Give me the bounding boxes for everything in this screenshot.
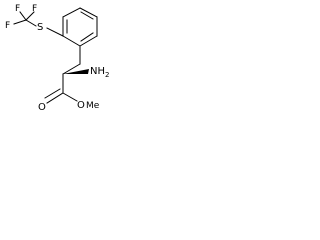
ring-bond	[62, 35, 81, 47]
chemical-structure-diagram: F F F S NH 2 O O Me	[5, 4, 109, 113]
atom-label-amine-subscript: 2	[105, 71, 109, 79]
atom-label-fluorine: F	[15, 4, 20, 14]
atom-label-ester-oxygen: O	[77, 100, 85, 111]
bond-ring-sulfur	[46, 27, 64, 37]
bond-carbon-fluorine	[13, 19, 27, 25]
atom-label-fluorine: F	[5, 21, 10, 31]
atom-label-sulfur: S	[37, 22, 43, 33]
ring-bond	[62, 7, 81, 18]
bond-carbon-fluorine	[25, 11, 35, 21]
bond-carbonyl-double	[44, 88, 61, 99]
bond-carbonyl-double	[46, 92, 64, 104]
atom-label-fluorine: F	[32, 4, 37, 14]
atom-label-methyl: Me	[86, 101, 100, 111]
ring-double-bond	[80, 11, 94, 20]
bond-ch2-alpha	[62, 63, 81, 75]
bond-sulfur-carbon	[25, 19, 37, 27]
ring-bond	[79, 35, 98, 47]
atom-label-amine: NH	[90, 66, 105, 77]
atom-label-carbonyl-oxygen: O	[38, 102, 46, 113]
ring-double-bond	[80, 32, 94, 42]
benzene-ring	[62, 7, 98, 47]
ring-bond	[79, 7, 98, 18]
wedge-bond-amine	[63, 69, 89, 74]
bond-ester-oxygen	[62, 92, 78, 102]
bond-carbon-fluorine	[19, 11, 27, 21]
